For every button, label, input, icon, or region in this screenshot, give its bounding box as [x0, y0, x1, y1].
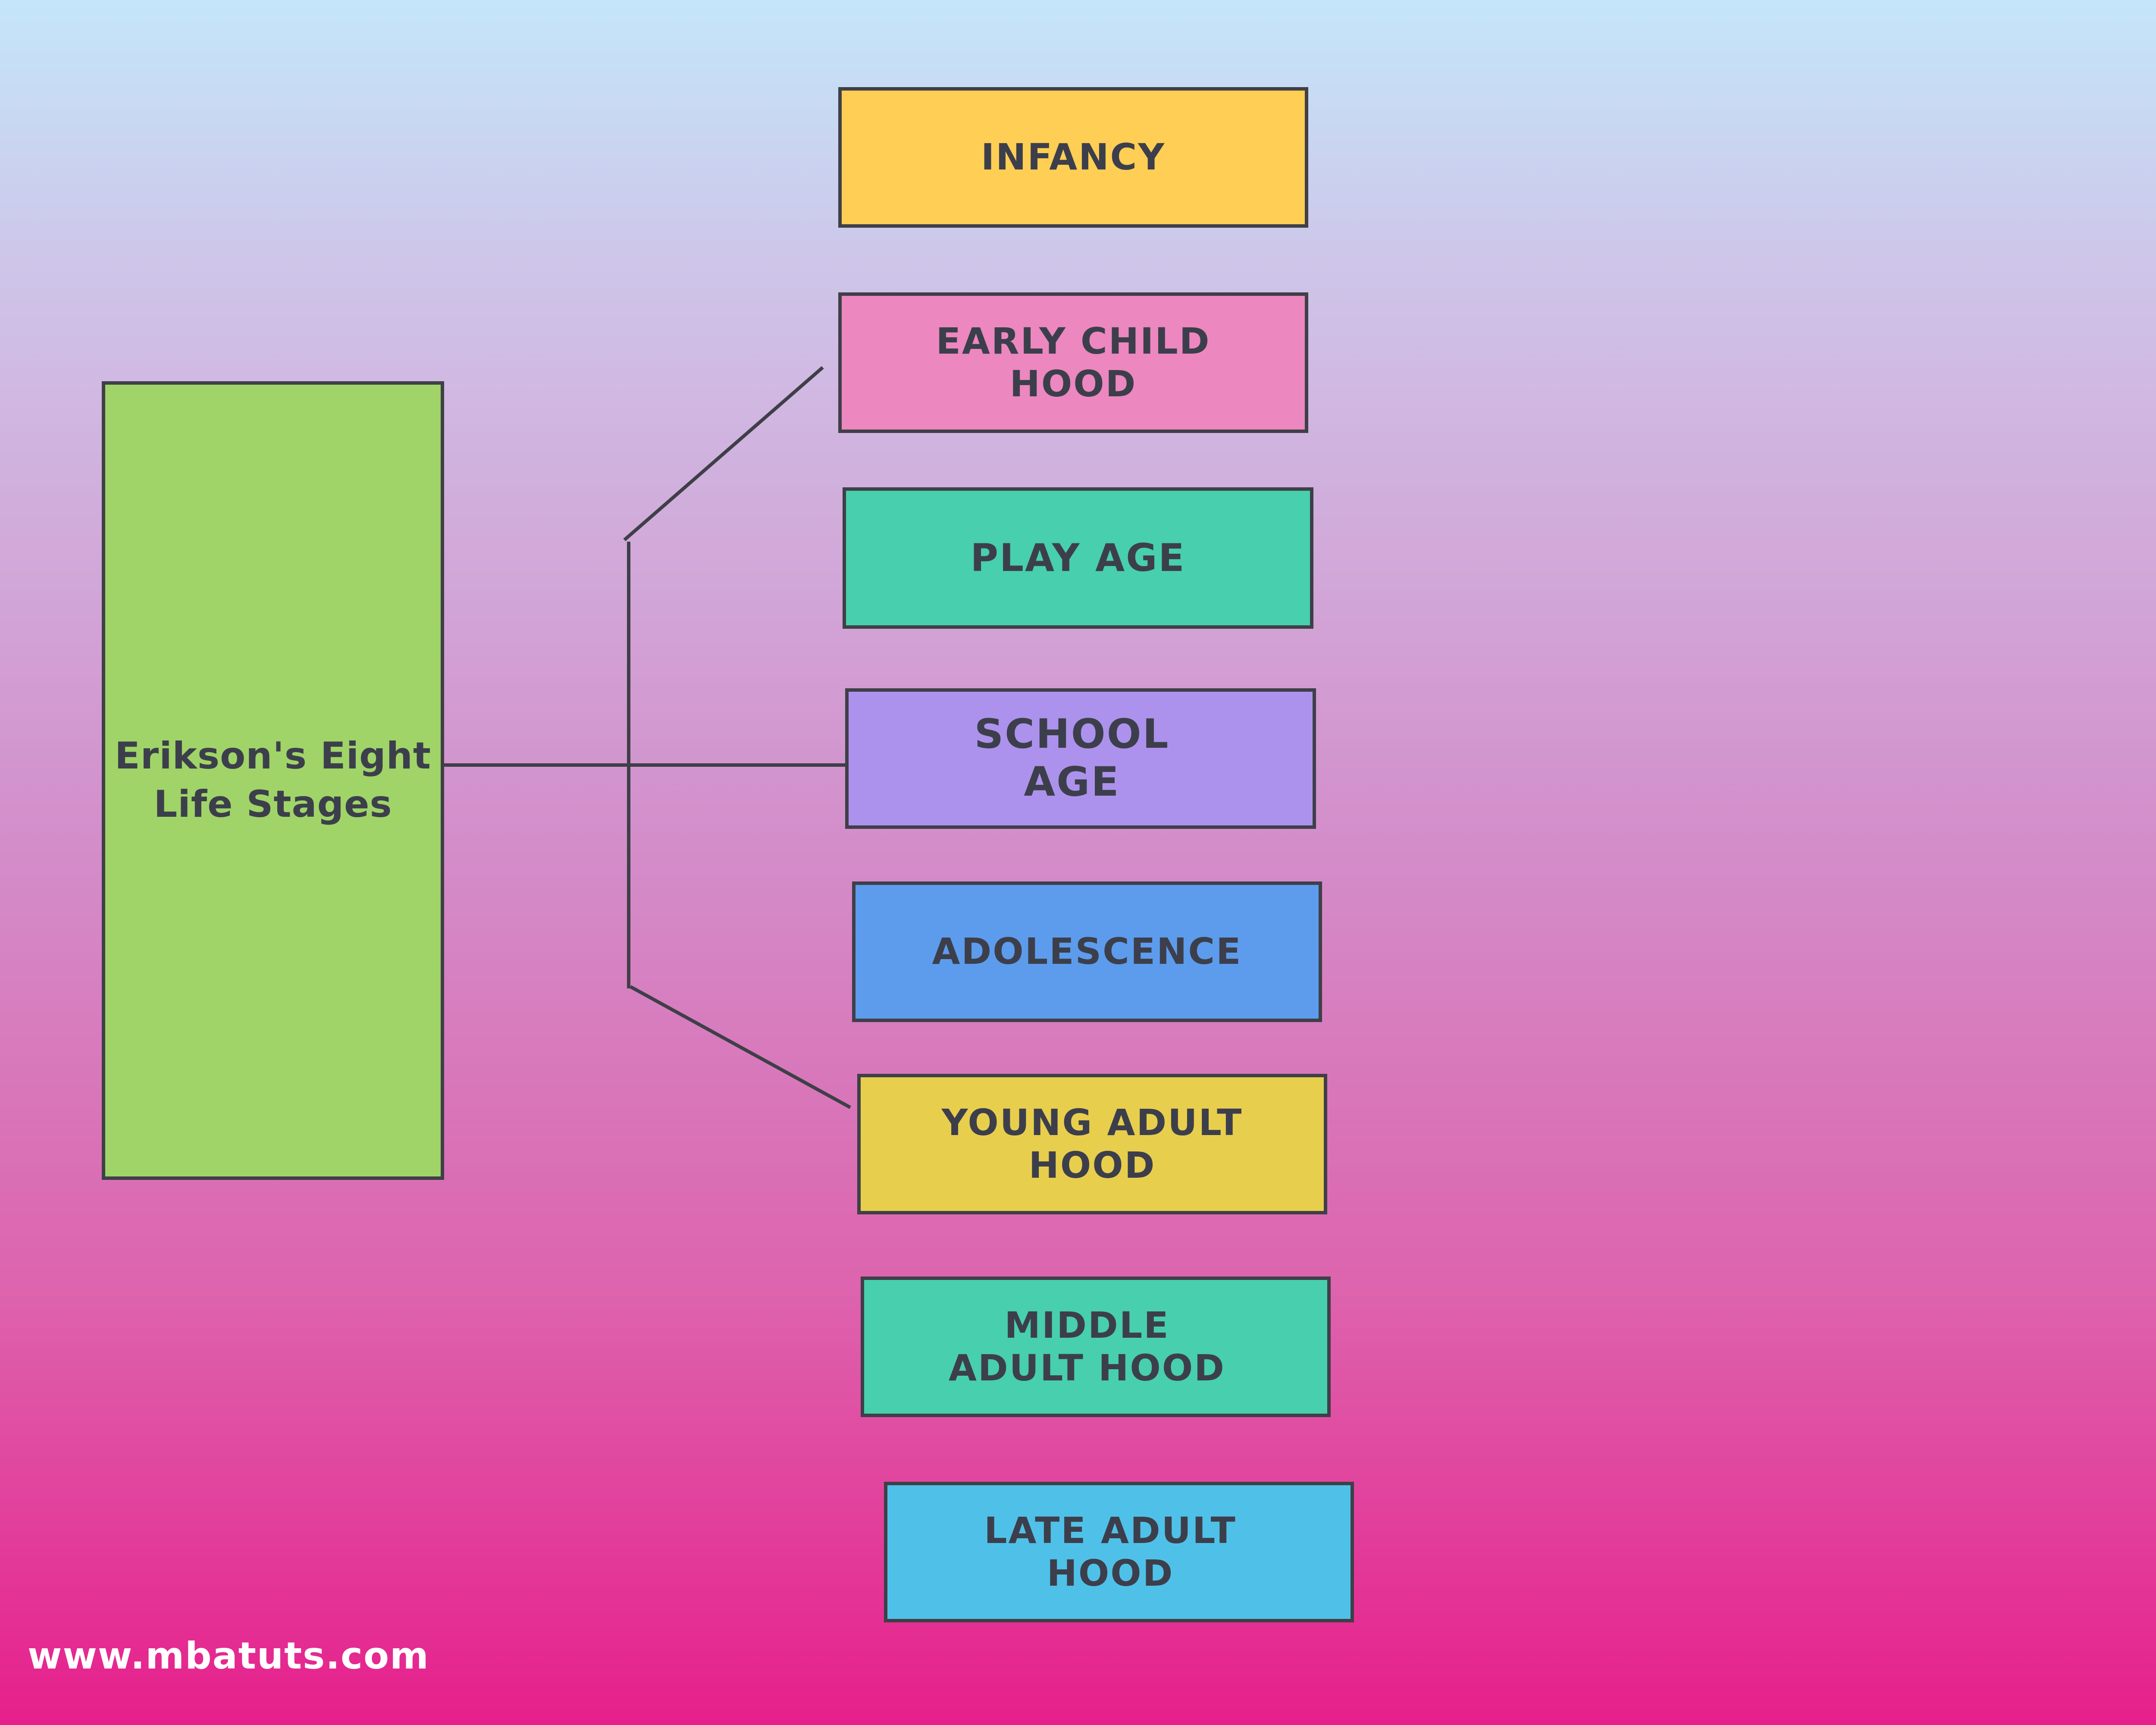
stage-school-age: SCHOOL AGE [845, 688, 1316, 829]
stage-late-adulthood: LATE ADULT HOOD [884, 1482, 1354, 1622]
stage-adolescence: ADOLESCENCE [852, 881, 1322, 1022]
stage-early-childhood: EARLY CHILD HOOD [838, 292, 1308, 433]
stage-young-adulthood: YOUNG ADULT HOOD [857, 1074, 1327, 1214]
root-node-life-stages: Erikson's Eight Life Stages [102, 381, 444, 1180]
website-watermark: www.mbatuts.com [28, 1634, 429, 1678]
connector-diagonal-lower [630, 985, 851, 1109]
connector-diagonal-upper [623, 366, 824, 542]
stage-middle-adulthood: MIDDLE ADULT HOOD [861, 1276, 1331, 1417]
stage-infancy: INFANCY [838, 87, 1308, 228]
stage-play-age: PLAY AGE [843, 487, 1313, 629]
